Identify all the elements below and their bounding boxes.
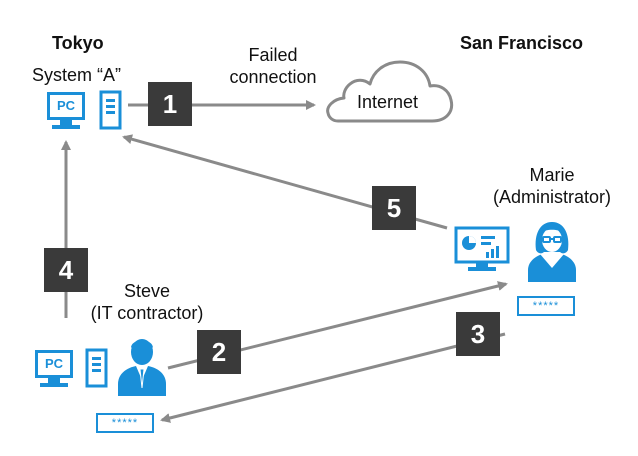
failed-line-2: connection — [229, 67, 317, 87]
steve-pc-icon — [40, 378, 68, 387]
system-a-tower-icon — [99, 90, 122, 130]
failed-connection-label: Failed connection — [218, 44, 328, 88]
step-2-badge: 2 — [197, 330, 241, 374]
step-4-badge: 4 — [44, 248, 88, 292]
system-a-monitor: PC — [47, 92, 85, 120]
system-a-label: System “A” — [32, 65, 122, 85]
steve-role: (IT contractor) — [90, 303, 204, 323]
marie-role: (Administrator) — [492, 187, 612, 207]
arrow-step-3 — [160, 332, 506, 423]
step-5-badge: 5 — [372, 186, 416, 230]
system-a-pc-icon — [52, 120, 80, 129]
steve-monitor: PC — [35, 350, 73, 378]
marie-name: Marie — [529, 165, 575, 185]
step-3-badge: 3 — [456, 312, 500, 356]
location-tokyo: Tokyo — [52, 33, 104, 53]
woman-user-icon — [528, 222, 576, 282]
marie-password-icon: ***** — [517, 296, 575, 316]
steve-name: Steve — [123, 281, 171, 301]
man-user-icon — [118, 339, 166, 396]
cloud-icon — [326, 60, 454, 123]
steve-label: Steve (IT contractor) — [72, 280, 222, 324]
steve-tower-icon — [85, 348, 108, 388]
failed-line-1: Failed — [248, 45, 298, 65]
dashboard-monitor-icon — [454, 226, 510, 271]
location-san-francisco: San Francisco — [460, 33, 584, 53]
internet-label: Internet — [357, 92, 419, 112]
marie-label: Marie (Administrator) — [470, 164, 634, 208]
step-1-badge: 1 — [148, 82, 192, 126]
steve-password-icon: ***** — [96, 413, 154, 433]
